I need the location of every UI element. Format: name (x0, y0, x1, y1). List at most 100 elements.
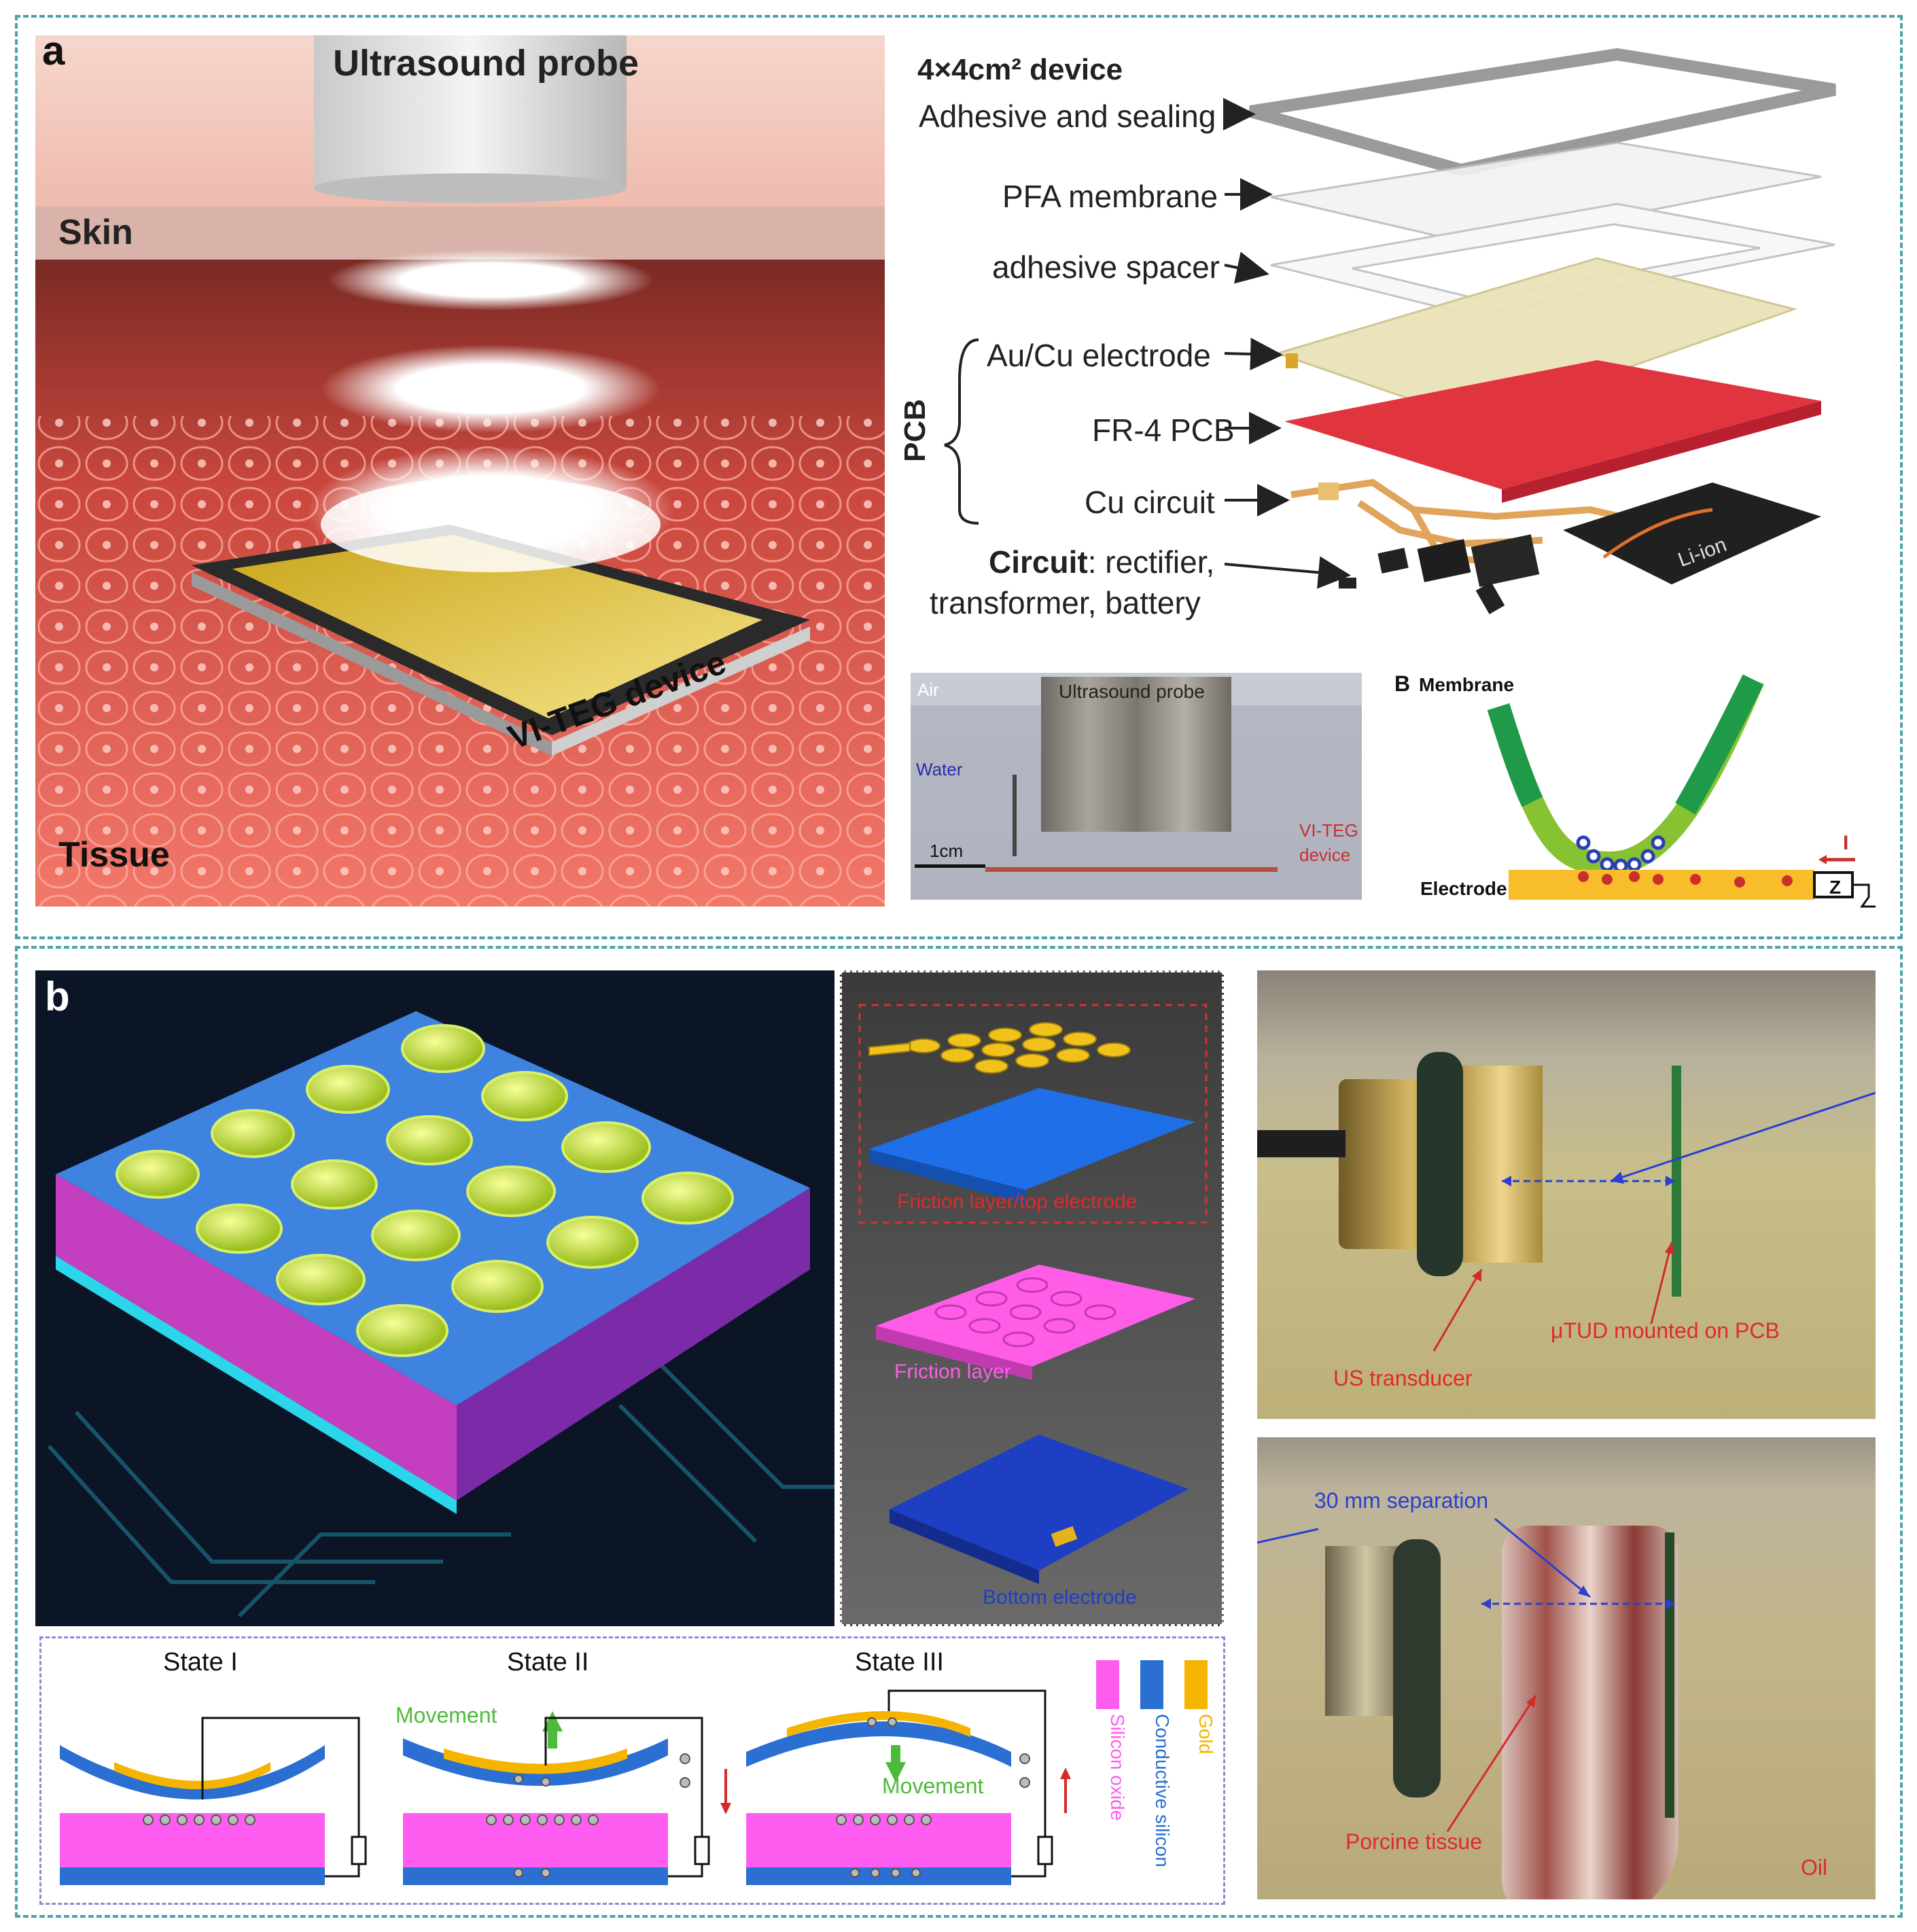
pulse-on-device (321, 477, 661, 572)
device-edge-left (192, 572, 552, 756)
legend-swatch-silicon-oxide (1096, 1660, 1119, 1709)
ultrasound-probe-label: Ultrasound probe (333, 43, 639, 84)
panel-b-letter: b (45, 974, 70, 1019)
photo-scale-label: 1cm (930, 841, 964, 861)
state-1-graphic (60, 1717, 367, 1885)
photo-top-annotations (1432, 1091, 1876, 1352)
circuit-label-line2: transformer, battery (930, 585, 1201, 620)
membrane-left-tip (1487, 703, 1543, 807)
photo-device-label-1: VI-TEG (1299, 820, 1358, 841)
photo-tissue (1502, 1526, 1678, 1899)
circuit-label-line1: Circuit: rectifier, (989, 544, 1214, 580)
panel-a-frame (15, 15, 1903, 939)
photo-pcb (1672, 1066, 1681, 1297)
arrow-circuit (1224, 556, 1351, 589)
component-3 (1471, 534, 1540, 587)
battery-lead (1602, 508, 1713, 559)
oil-label: Oil (1801, 1855, 1828, 1880)
layer-label-adhesive-spacer: adhesive spacer (992, 249, 1220, 285)
probe-bottom (314, 173, 627, 203)
bottom-electrode-edge (890, 1509, 1039, 1584)
layer-label-au-cu-electrode: Au/Cu electrode (987, 338, 1211, 373)
panel-b-frame (15, 946, 1903, 1918)
pfa-membrane-layer (1270, 141, 1822, 246)
schematic-impedance-label: Z (1829, 877, 1842, 898)
photo-probe-label: Ultrasound probe (1059, 681, 1205, 702)
ultrasound-pulse-1 (328, 249, 654, 311)
ultrasound-pulse-2 (321, 345, 661, 433)
friction-layer (876, 1265, 1195, 1367)
tud-label: μTUD mounted on PCB (1551, 1318, 1780, 1343)
arrow-au-cu-electrode (1224, 337, 1283, 370)
state-3-title: State III (855, 1648, 944, 1676)
layer-label-fr4-pcb: FR-4 PCB (1092, 412, 1235, 448)
state-2-title: State II (507, 1648, 589, 1676)
friction-layer-holes (934, 1277, 1116, 1348)
leader-arrows (944, 98, 1351, 589)
pcb-brace (944, 338, 979, 525)
circuit-traces (47, 1349, 834, 1618)
transducer-photo (1257, 970, 1876, 1419)
layer-label-adhesive-sealing: Adhesive and sealing (919, 99, 1216, 134)
legend-label-silicon-oxide: Silicon oxide (1107, 1714, 1128, 1821)
vi-teg-illustration-svg (35, 35, 885, 907)
vi-teg-water-photo (911, 673, 1362, 900)
legend-swatch-gold (1184, 1660, 1208, 1709)
top-group-box (858, 1004, 1208, 1224)
electrode-charges (1578, 871, 1793, 888)
state-2-movement-label: Movement (395, 1703, 497, 1727)
bottom-electrode-pad (1051, 1526, 1078, 1547)
photo-bottom-annotations (1257, 1517, 1675, 1832)
photo-transducer-face (1461, 1066, 1543, 1263)
bottom-electrode-layer (890, 1435, 1189, 1570)
cu-circuit-pad (1318, 482, 1339, 500)
array-base-glow (56, 1256, 457, 1514)
fr4-pcb-layer (1284, 360, 1821, 489)
ultrasound-probe-shape (314, 35, 627, 188)
fr4-pcb-edge (1502, 401, 1821, 503)
states-diagram (60, 1660, 1208, 1885)
schematic-membrane-label: Membrane (1419, 674, 1515, 695)
state-3-graphic (746, 1689, 1071, 1885)
array-illustration-svg (47, 1011, 834, 1618)
gold-electrode-mesh (868, 1022, 1131, 1074)
photo-needle (1013, 775, 1017, 856)
photo-transducer-b-gasket (1393, 1539, 1441, 1797)
device-edge-right (552, 627, 810, 756)
skin-label: Skin (58, 213, 133, 252)
current-arrowhead (1818, 855, 1827, 864)
circuit-label-rest: : rectifier, (1087, 544, 1215, 580)
exploded-layers-b-svg (858, 1004, 1208, 1584)
adhesive-spacer-window (1352, 223, 1761, 300)
li-ion-battery (1563, 482, 1821, 584)
exploded-middle-label: Friction layer (894, 1360, 1011, 1383)
exploded-layers-b (840, 970, 1224, 1626)
exploded-layers (1237, 41, 1848, 639)
friction-top-electrode-edge (869, 1149, 1025, 1204)
adhesive-sealing-layer (1248, 48, 1836, 177)
photo-device-strip (985, 867, 1278, 872)
photo-transducer-gasket (1417, 1052, 1463, 1276)
schematic-current-label: I (1843, 832, 1849, 854)
membrane-schematic (1487, 674, 1876, 908)
circuit-label-bold: Circuit (989, 544, 1088, 580)
photo-air-label: Air (917, 680, 939, 700)
layer-label-pfa-membrane: PFA membrane (1002, 179, 1218, 214)
electrode-bar (1509, 870, 1814, 900)
dome-array (116, 1024, 734, 1357)
device-gold-surface (232, 535, 762, 718)
photo-scale-bar (915, 864, 985, 868)
exploded-layers-svg (1248, 48, 1836, 614)
photo-probe-shape (1041, 677, 1231, 832)
schematic-electrode-label: Electrode (1420, 878, 1507, 899)
ground-symbol (1852, 883, 1876, 908)
component-1 (1377, 548, 1409, 574)
layer-label-cu-circuit: Cu circuit (1085, 485, 1215, 520)
impedance-box (1813, 871, 1854, 898)
friction-top-electrode-layer (869, 1088, 1195, 1190)
state-2-graphic (403, 1711, 731, 1885)
device-size-title: 4×4cm² device (917, 53, 1123, 86)
legend-label-conductive-silicon: Conductive silicon (1152, 1714, 1173, 1867)
photo-water-label: Water (916, 759, 963, 779)
exploded-bottom-label: Bottom electrode (983, 1586, 1137, 1609)
